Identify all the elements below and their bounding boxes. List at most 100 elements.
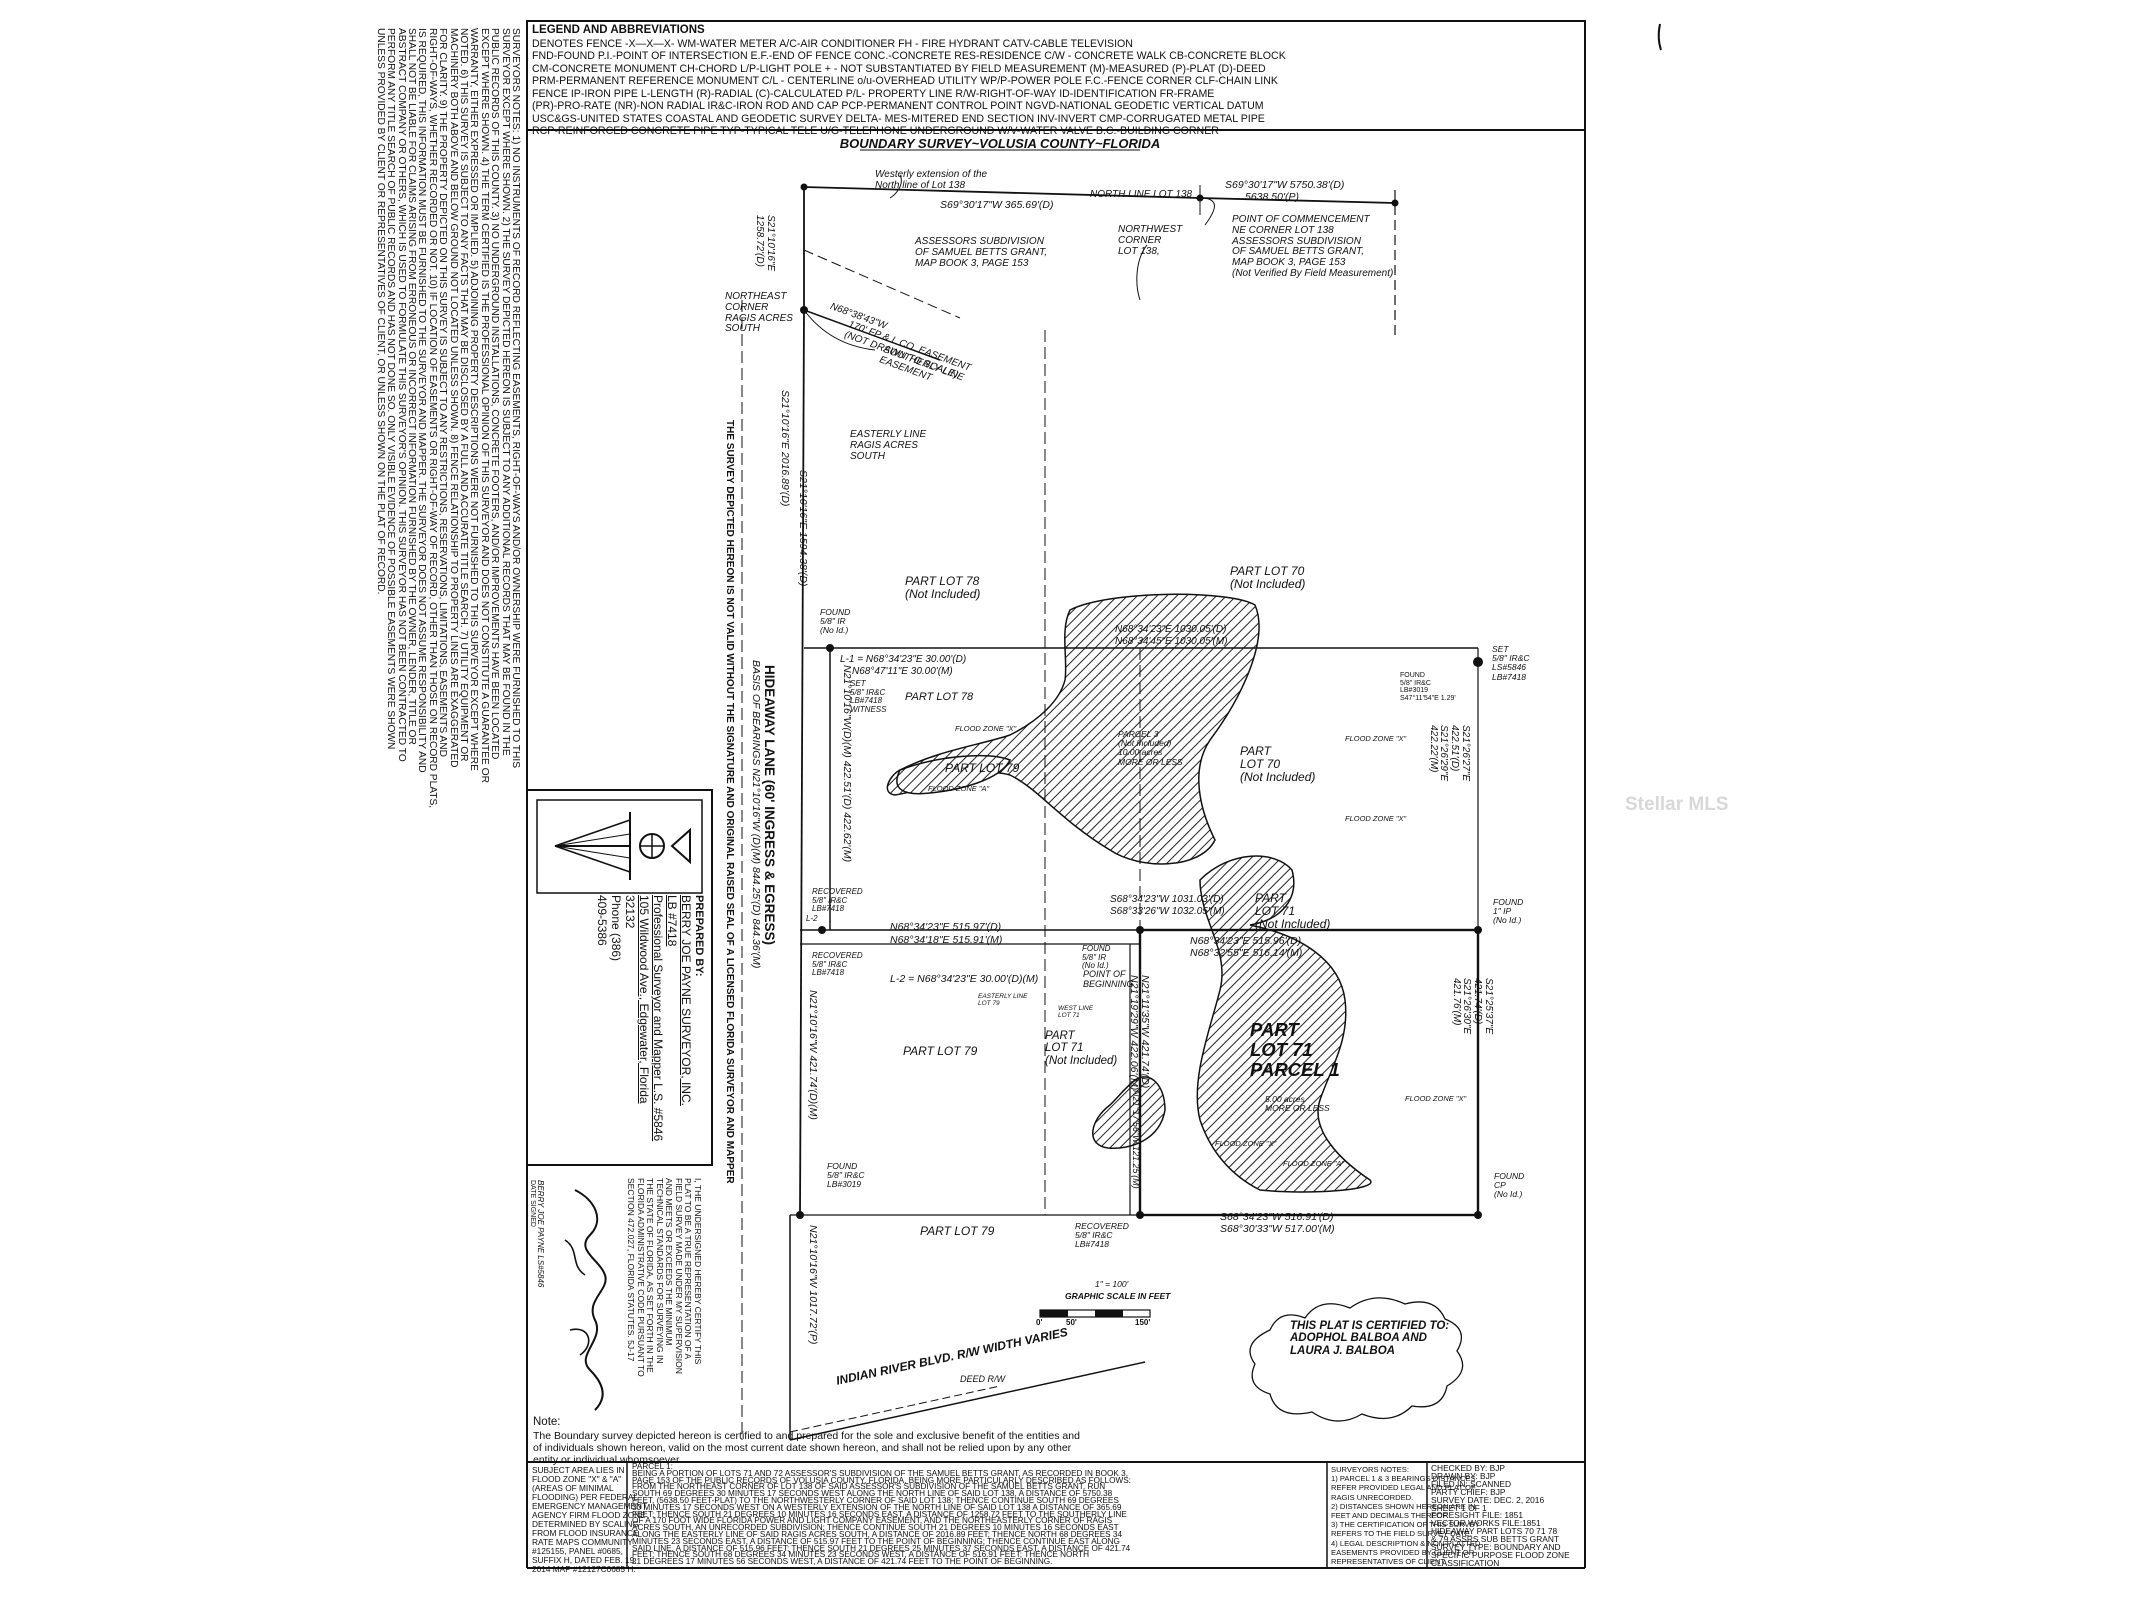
parcel-1-label-line: PART bbox=[1250, 1019, 1299, 1040]
line-l1-d-line: L-1 = N68°34'23"E 30.00'(D) bbox=[840, 654, 967, 665]
flood-zone-x-label: FLOOD ZONE "X" bbox=[1405, 1094, 1467, 1103]
title-block-line: & 79 ASSRS SUB BETTS GRANT bbox=[1431, 1534, 1559, 1545]
bearing-1017: N21°10'16"W 1017.72'(P) bbox=[807, 1225, 819, 1344]
found-cp-label-line: (No Id.) bbox=[1494, 1189, 1523, 1200]
flood-zone-line: 2014 MAP #12127C0685 H. bbox=[532, 1564, 636, 1574]
scale-tick-label: 0' bbox=[1036, 1318, 1043, 1327]
easterly-line-label-line: RAGIS ACRES bbox=[850, 439, 918, 451]
parcel-description-line: FROM THE NORTHEAST CORNER OF LOT 138 OF … bbox=[632, 1482, 1106, 1492]
note-line: of individuals shown hereon, valid on th… bbox=[533, 1441, 1072, 1454]
easterly-line-label-line: EASTERLY LINE bbox=[850, 429, 927, 440]
bearing-1031-d-line: S68°34'23"W 1031.03'(D) bbox=[1110, 894, 1224, 905]
part-lot-78-label-2-line: PART LOT 78 bbox=[905, 691, 974, 703]
surveyors-note-line: 4) LEGAL DESCRIPTION & NON-PLATTED bbox=[1331, 1538, 1481, 1548]
point-of-beginning-label-line: POINT OF bbox=[1083, 969, 1126, 979]
scale-caption-line: GRAPHIC SCALE IN FEET bbox=[1065, 1291, 1171, 1301]
found-lb3019-label-2-line: LB#3019 bbox=[827, 1179, 862, 1190]
flood-zone-line: FROM FLOOD INSURANCE bbox=[532, 1528, 639, 1538]
surveyors-note-line: PERFORM ANY TITLE SEARCH OF PUBLIC RECOR… bbox=[385, 28, 397, 750]
note: Note: The Boundary survey depicted hereo… bbox=[533, 1416, 1573, 1466]
bearing-1032-m-line: S68°33'26"W 1032.05'(M) bbox=[1110, 906, 1225, 917]
parcel-description-line: PARCEL 1: bbox=[632, 1462, 673, 1471]
part-lot-70-label-line: PART LOT 70 bbox=[1230, 564, 1305, 578]
found-lb3019-label-line: FOUND bbox=[1400, 672, 1425, 679]
legend: LEGEND AND ABBREVIATIONS DENOTES FENCE -… bbox=[532, 24, 1582, 138]
flood-zone-x-label-line: FLOOD ZONE "X" bbox=[1215, 1139, 1277, 1148]
found-lb3019-label-line: S47°11'54"E 1.29' bbox=[1400, 694, 1456, 702]
west-line-lot-71-label-line: WEST LINE bbox=[1058, 1005, 1094, 1012]
found-iron-rod-label-line: 5/8" IR bbox=[820, 616, 846, 627]
firm-phone-2: 409-5386 bbox=[595, 895, 609, 946]
recovered-bottom-label-line: LB#7418 bbox=[1075, 1239, 1110, 1250]
validity-note-text: THE SURVEY DEPICTED HEREON IS NOT VALID … bbox=[724, 420, 735, 1184]
certification-line: I, THE UNDERSIGNED HEREBY CERTIFY THIS bbox=[693, 1178, 703, 1365]
part-lot-79-label: PART LOT 79 bbox=[945, 762, 1019, 775]
certified-to-label-line: THIS PLAT IS CERTIFIED TO: bbox=[1290, 1320, 1450, 1332]
parcel-description-line: BEING A PORTION OF LOTS 71 AND 72 ASSESS… bbox=[632, 1468, 1128, 1478]
flood-zone-line: AGENCY FIRM FLOOD ZONE bbox=[532, 1510, 646, 1520]
prepared-by-label: PREPARED BY: bbox=[693, 895, 705, 977]
flood-zone-x-label-line: FLOOD ZONE "X" bbox=[1405, 1094, 1467, 1103]
basis-of-bearings-label: BASIS OF BEARINGS N21°10'16"W (D)(M) 844… bbox=[750, 660, 762, 968]
firm-name: BERRY JOE PAYNE SURVEYOR, INC. bbox=[679, 895, 693, 1106]
surveyors-note-line: 2) DISTANCES SHOWN HEREON ARE IN bbox=[1331, 1501, 1476, 1511]
part-lot-78-label-line: PART LOT 78 bbox=[905, 574, 980, 588]
recovered-top-label-line: 5/8" IR&C bbox=[812, 895, 848, 905]
part-lot-70-label-2-line: (Not Included) bbox=[1240, 769, 1316, 784]
bearing-east-upper-line: 422.51'(D) bbox=[1449, 725, 1461, 772]
flood-zone-a-west bbox=[896, 754, 1012, 795]
flood-zone-a-label: FLOOD ZONE "A" bbox=[1283, 1159, 1344, 1168]
parcel-description-line: SAID LINE, A DISTANCE OF 515.96 FEET; TH… bbox=[632, 1543, 1131, 1553]
westerly-extension-label-line: North line of Lot 138 bbox=[875, 179, 966, 191]
bearing-2016: S21°10'16"E 2016.89'(D) bbox=[779, 390, 791, 506]
certification-line: THE STATE OF FLORIDA, AS SET FORTH IN TH… bbox=[645, 1178, 656, 1373]
parcel-description-line: ACRES SOUTH, AN UNRECORDED SUBDIVISION; … bbox=[632, 1523, 1119, 1533]
northwest-corner-label-line: NORTHWEST bbox=[1118, 224, 1183, 235]
signature bbox=[564, 1189, 607, 1411]
point-of-commencement-label-line: POINT OF COMMENCEMENT bbox=[1232, 214, 1370, 225]
parcel-description-line: FEET; THENCE SOUTH 21 DEGREES 10 MINUTES… bbox=[632, 1509, 1127, 1519]
bearing-1594-line: S21°10'16"E 1594.38'(D) bbox=[797, 470, 809, 587]
found-cp-label-line: FOUND bbox=[1494, 1171, 1525, 1181]
title-block-line: CLASSIFICATION bbox=[1431, 1557, 1500, 1568]
north-line-lot-138-label: NORTH LINE LOT 138 bbox=[1090, 189, 1192, 201]
surveyors-notes: SURVEYORS NOTES:1) PARCEL 1 & 3 BEARINGS… bbox=[1331, 1465, 1481, 1566]
found-iron-rod-label-line: FOUND bbox=[820, 607, 851, 617]
signer-block: BERRY JOE PAYNE LS#5846 DATE SIGNED bbox=[529, 1180, 545, 1420]
bearing-east-upper-line: 422.22'(M) bbox=[1427, 725, 1439, 773]
parcel-description-line: FEET; THENCE SOUTH 68 DEGREES 34 MINUTES… bbox=[632, 1550, 1090, 1560]
distance-5638-line: 5638.50'(P) bbox=[1245, 191, 1299, 203]
bearing-421-center: N21°11'35"W 421.74'(D)N21°19'29"W 422.06… bbox=[1127, 975, 1151, 1090]
found-iron-rod-mid-label-line: (No Id.) bbox=[1082, 961, 1109, 971]
set-witness-label-line: LB#7418 bbox=[850, 696, 883, 706]
found-lb3019-label-2-line: FOUND bbox=[827, 1161, 858, 1171]
flood-zone-line: FLOOD ZONE "X" & "A" bbox=[532, 1474, 622, 1484]
found-cp-label-line: CP bbox=[1494, 1180, 1506, 1191]
found-iron-pipe-label-line: FOUND bbox=[1493, 897, 1524, 907]
surveyors-note-line: NOTED. 6) THIS SURVEY IS SUBJECT TO ANY … bbox=[457, 28, 469, 762]
parcel-1-label-line: PARCEL 1 bbox=[1250, 1058, 1340, 1080]
parcel-description-line: OF A 170 FOOT WIDE FLORIDA POWER AND LIG… bbox=[632, 1516, 1113, 1526]
prepared-by: PREPARED BY: BERRY JOE PAYNE SURVEYOR, I… bbox=[595, 895, 705, 1155]
signer-name: BERRY JOE PAYNE LS#5846 bbox=[536, 1180, 545, 1288]
part-lot-79-label-2: PART LOT 79 bbox=[903, 1045, 977, 1058]
part-lot-79-label-line: PART LOT 79 bbox=[945, 761, 1020, 775]
scale-tick-label: 50' bbox=[1066, 1318, 1077, 1327]
firm-phone-1: Phone (386) bbox=[609, 895, 623, 962]
point-of-commencement-label-line: OF SAMUEL BETTS GRANT, bbox=[1232, 246, 1365, 258]
line-l1-d: L-1 = N68°34'23"E 30.00'(D) bbox=[840, 654, 967, 666]
flood-zone-a-south bbox=[1092, 1076, 1166, 1149]
bearing-east-upper-line: S21°26'29"E bbox=[1438, 725, 1450, 782]
bearing-1030-m-line: N68°34'45"E 1030.05'(M) bbox=[1115, 636, 1228, 647]
found-iron-pipe-label-line: 1" IP bbox=[1493, 906, 1512, 917]
legend-line: FENCE IP-IRON PIPE L-LENGTH (R)-RADIAL (… bbox=[532, 87, 1215, 100]
